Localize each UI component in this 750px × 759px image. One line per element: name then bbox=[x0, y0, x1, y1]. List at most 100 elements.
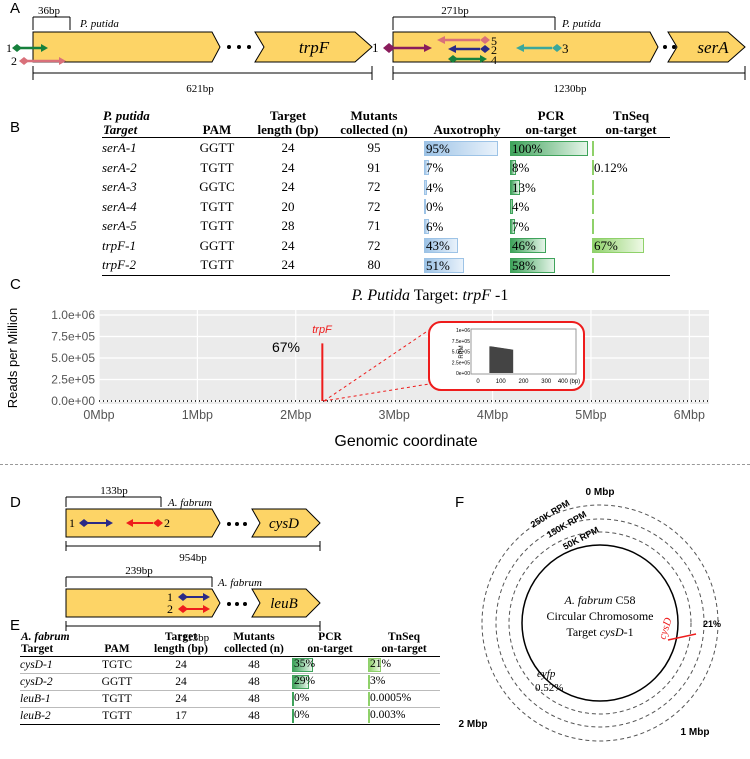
x-tick-label: 0Mbp bbox=[83, 408, 114, 422]
inset-y-tick: 2.5e+05 bbox=[452, 360, 470, 366]
pcr-bar: 4% bbox=[510, 199, 530, 215]
cell-pam: GGTT bbox=[101, 676, 133, 689]
cell-target: leuB-2 bbox=[20, 710, 51, 723]
svg-text:Target cysD-1: Target cysD-1 bbox=[566, 625, 633, 639]
svg-text:239bp: 239bp bbox=[125, 565, 153, 577]
y-tick-label: 5.0e+05 bbox=[51, 351, 95, 365]
cell-target: cysD-1 bbox=[20, 659, 53, 672]
inset-x-tick: 400 (bp) bbox=[558, 379, 580, 385]
tnseq-bar bbox=[592, 257, 670, 273]
pcr-bar: 8% bbox=[510, 160, 530, 176]
chromosome-circle bbox=[521, 544, 679, 702]
y-tick-label: 1.0e+06 bbox=[51, 308, 95, 322]
ring-50k bbox=[508, 531, 692, 715]
panel-f-circos: 0 Mbp 1 Mbp 2 Mbp 250K RPM 150K RPM 50K … bbox=[459, 487, 721, 742]
gene-label-sera: serA bbox=[697, 38, 729, 57]
gene-label-leub: leuB bbox=[270, 596, 298, 612]
peak-percent: 67% bbox=[272, 339, 300, 355]
x-tick-label: 2Mbp bbox=[280, 408, 311, 422]
svg-text:1: 1 bbox=[69, 516, 75, 530]
peak-label: trpF bbox=[312, 324, 333, 336]
cell-target: trpF-2 bbox=[102, 257, 136, 273]
inset-y-tick: 0e+00 bbox=[456, 371, 470, 377]
tnseq-bar bbox=[592, 199, 670, 215]
cell-mutants: 48 bbox=[248, 676, 260, 689]
header-auxotrophy: Auxotrophy bbox=[433, 121, 501, 137]
cell-pam: TGTT bbox=[102, 693, 132, 706]
aux-bar: 95% bbox=[424, 140, 510, 156]
cell-length: 24 bbox=[281, 159, 295, 175]
inset-plot bbox=[470, 328, 577, 375]
cell-mutants: 72 bbox=[367, 179, 381, 195]
guide-3-label: 3 bbox=[562, 41, 569, 56]
x-tick-label: 3Mbp bbox=[379, 408, 410, 422]
dist-label: 36bp bbox=[38, 5, 61, 17]
svg-text:A. fabrum: A. fabrum bbox=[167, 497, 212, 509]
aux-bar: 7% bbox=[424, 160, 444, 176]
dist-label: 271bp bbox=[441, 5, 469, 17]
pcr-bar: 100% bbox=[510, 140, 592, 156]
inset-read-bar bbox=[510, 349, 514, 373]
cell-pam: TGTT bbox=[200, 159, 234, 175]
panel-label-d: D bbox=[10, 494, 21, 511]
inset-read-bar bbox=[497, 347, 500, 373]
cell-mutants: 80 bbox=[367, 257, 381, 273]
tnseq-bar bbox=[592, 218, 670, 234]
cell-pam: TGTT bbox=[200, 218, 234, 234]
tnseq-bar: 3% bbox=[368, 675, 386, 690]
cell-pam: TGTT bbox=[200, 257, 234, 273]
cell-pam: GGTT bbox=[199, 140, 235, 156]
y-tick-label: 2.5e+05 bbox=[51, 373, 95, 387]
inset-read-bar bbox=[500, 348, 503, 373]
inset-read-bar bbox=[490, 346, 493, 373]
pcr-bar: 35% bbox=[292, 658, 316, 673]
tnseq-bar: 67% bbox=[592, 238, 670, 254]
guide-4-label: 4 bbox=[491, 53, 497, 67]
cell-target: serA-3 bbox=[102, 179, 137, 195]
cell-length: 24 bbox=[281, 179, 295, 195]
cell-length: 17 bbox=[175, 710, 187, 723]
cell-mutants: 48 bbox=[248, 659, 260, 672]
cell-length: 24 bbox=[281, 237, 295, 253]
cell-length: 28 bbox=[281, 218, 295, 234]
inset-read-bar bbox=[504, 348, 507, 373]
svg-text:cysD: cysD bbox=[656, 616, 674, 641]
inset-read-bar bbox=[489, 346, 492, 373]
cell-target: serA-5 bbox=[102, 218, 137, 234]
chart-title: P. Putida Target: trpF -1 bbox=[351, 287, 509, 304]
gene-label-trpf: trpF bbox=[299, 38, 330, 57]
cell-pam: TGTC bbox=[101, 659, 133, 672]
svg-text:954bp: 954bp bbox=[179, 552, 207, 564]
cell-target: serA-1 bbox=[102, 140, 137, 156]
panel-label-e: E bbox=[10, 617, 21, 634]
length-label: 1230bp bbox=[554, 83, 588, 95]
inset-y-tick: 7.5e+05 bbox=[452, 339, 470, 345]
x-tick-label: 6Mbp bbox=[674, 408, 705, 422]
inset-read-bar bbox=[498, 347, 501, 373]
gene-arrow-trpf bbox=[254, 31, 373, 63]
cell-pam: GGTT bbox=[199, 237, 235, 253]
cell-mutants: 72 bbox=[367, 237, 381, 253]
gene-arrow-sera bbox=[667, 31, 746, 63]
panel-c-chart: P. Putida Target: trpF -1 0.0e+002.5e+05… bbox=[5, 287, 709, 450]
cell-mutants: 48 bbox=[248, 693, 260, 706]
svg-text:1: 1 bbox=[167, 590, 173, 604]
cysd-peak bbox=[667, 633, 697, 641]
ring-150k bbox=[495, 518, 705, 728]
inset-read-bar bbox=[495, 347, 498, 373]
panel-label-f: F bbox=[455, 494, 465, 511]
x-axis-label: Genomic coordinate bbox=[334, 433, 477, 450]
inset-read-bar bbox=[493, 347, 497, 373]
svg-text:0 Mbp: 0 Mbp bbox=[586, 487, 615, 498]
inset-read-bar bbox=[491, 346, 494, 373]
pcr-bar: 46% bbox=[510, 238, 592, 254]
x-tick-label: 1Mbp bbox=[182, 408, 213, 422]
aux-bar: 0% bbox=[424, 199, 444, 215]
gene-label-cysd: cysD bbox=[269, 516, 299, 532]
svg-text:A. fabrum C58: A. fabrum C58 bbox=[563, 593, 635, 607]
